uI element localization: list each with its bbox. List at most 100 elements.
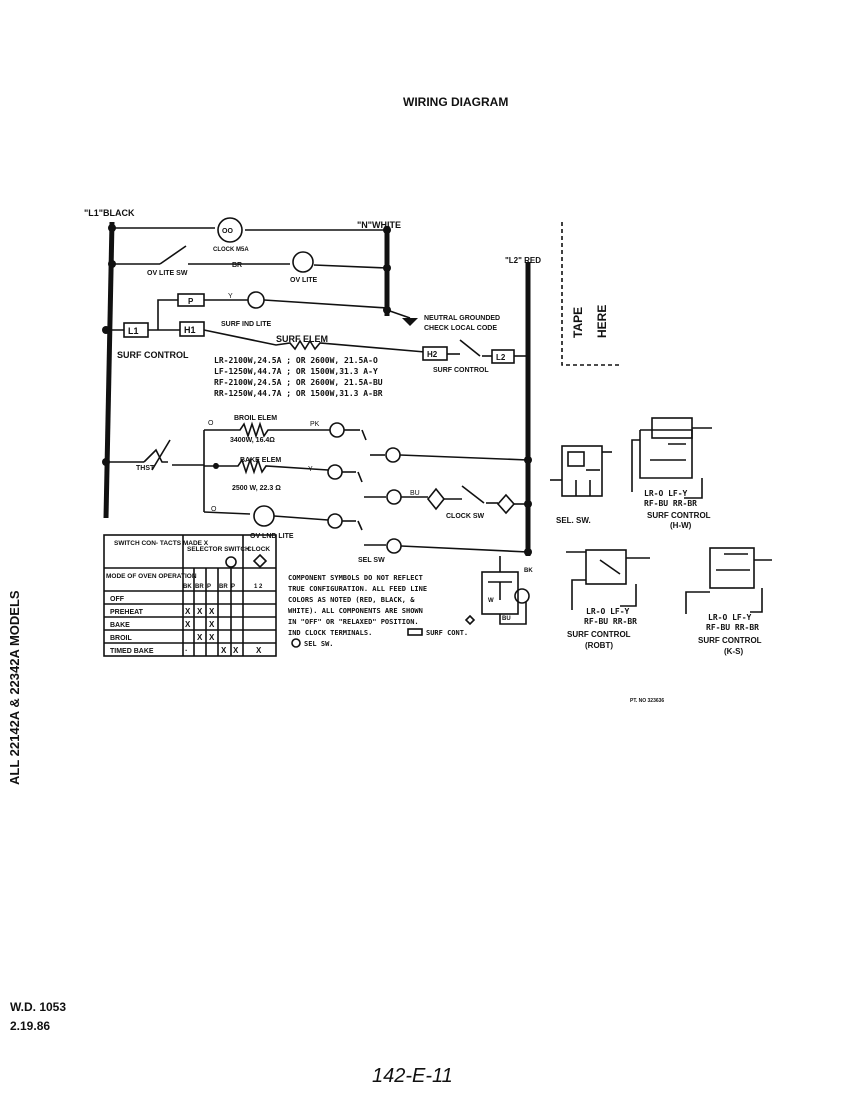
neutral-grounded-label: NEUTRAL GROUNDED xyxy=(424,315,500,322)
table-mode-cell: BAKE xyxy=(110,622,130,629)
ov-lite-switch xyxy=(159,245,187,265)
robt-codes-2: RF-BU RR-BR xyxy=(584,617,637,626)
surf-ind-lite-lamp xyxy=(247,291,265,309)
wd-number: W.D. 1053 xyxy=(10,1000,66,1014)
node xyxy=(108,260,116,268)
ks-codes-1: LR-O LF-Y xyxy=(708,613,752,622)
thermostat-bar xyxy=(151,439,171,471)
table-mode-cell: BROIL xyxy=(110,635,133,642)
table-header-contacts: SWITCH CON- TACTS MADE X xyxy=(114,540,209,547)
table-mark-cell: X xyxy=(209,607,215,616)
table-mark-cell: X xyxy=(221,646,227,655)
clock-symbol xyxy=(252,553,268,569)
wire xyxy=(400,545,529,553)
clock-switch xyxy=(461,485,485,504)
lite-o-label: O xyxy=(211,506,217,513)
oven-lite-lamp xyxy=(292,251,314,273)
p-label: P xyxy=(188,297,194,306)
surf-control-switch xyxy=(459,339,481,357)
clock-terminal-2 xyxy=(426,487,446,511)
clock-detail xyxy=(481,556,530,625)
note-line-6: IND CLOCK TERMINALS. xyxy=(288,629,372,637)
wire xyxy=(399,454,529,461)
node xyxy=(213,463,219,469)
ks-label-2: (K-S) xyxy=(724,647,743,656)
surf-elem-label: SURF ELEM xyxy=(276,334,328,344)
rating-lf: LF-1250W,44.7A ; OR 1500W,31.3 A-Y xyxy=(214,367,378,376)
surf-control-ks-detail xyxy=(685,547,772,614)
surf-cont-symbol xyxy=(407,628,423,636)
surf-control-right-label: SURF CONTROL xyxy=(433,367,489,374)
thermostat xyxy=(143,448,168,463)
l2-box-label: L2 xyxy=(496,353,506,362)
hw-label-2: (H-W) xyxy=(670,521,692,530)
wire xyxy=(357,471,363,483)
ov-lite-sw-label: OV LITE SW xyxy=(147,270,188,277)
node xyxy=(102,458,110,466)
node xyxy=(383,264,391,272)
pk-wire-label: PK xyxy=(310,421,320,428)
table-col-header: BK xyxy=(183,584,192,590)
here-label: HERE xyxy=(595,305,609,338)
sel-terminal-1 xyxy=(385,447,401,463)
ks-codes-2: RF-BU RR-BR xyxy=(706,623,759,632)
broil-o-label: O xyxy=(208,420,214,427)
note-line-4: WHITE). ALL COMPONENTS ARE SHOWN xyxy=(288,607,423,615)
node xyxy=(524,548,532,556)
ks-label-1: SURF CONTROL xyxy=(698,636,762,645)
clock-w-label: W xyxy=(488,598,494,604)
oven-ind-lamp xyxy=(253,505,275,527)
surf-ind-lite-label: SURF IND LITE xyxy=(221,321,271,328)
part-number: PT. NO 323636 xyxy=(630,698,664,704)
broil-element xyxy=(204,421,330,439)
sel-terminal-2 xyxy=(386,538,402,554)
diagram-title: WIRING DIAGRAM xyxy=(403,95,508,109)
wire xyxy=(361,429,367,441)
node xyxy=(108,224,116,232)
table-col-header: BR xyxy=(195,584,204,590)
surf-elem-resistor xyxy=(203,329,426,353)
l1-label: "L1"BLACK xyxy=(84,208,135,218)
clock-terminal-symbol xyxy=(464,614,476,626)
wire xyxy=(386,309,411,319)
y-terminal xyxy=(386,489,402,505)
table-mark-cell: X xyxy=(209,633,215,642)
rating-rf: RF-2100W,24.5A ; OR 2600W, 21.5A-BU xyxy=(214,378,383,387)
rating-rr: RR-1250W,44.7A ; OR 1500W,31.3 A-BR xyxy=(214,389,383,398)
table-col-header: 1 2 xyxy=(254,584,263,590)
hw-label-1: SURF CONTROL xyxy=(647,511,711,520)
broil-rating: 3400W, 16.4Ω xyxy=(230,437,275,444)
clock-terminal-1 xyxy=(496,493,516,515)
h2-label: H2 xyxy=(427,350,438,359)
br-wire-label: BR xyxy=(232,262,242,269)
note-line-5: IN "OFF" OR "RELAXED" POSITION. xyxy=(288,618,419,626)
wire xyxy=(273,515,329,521)
wire xyxy=(157,299,178,330)
sel-sw-detail-label: SEL. SW. xyxy=(556,516,591,525)
table-mode-cell: TIMED BAKE xyxy=(110,648,154,655)
node xyxy=(524,500,532,508)
h1-terminal-box xyxy=(179,321,205,337)
clock-sw-label: CLOCK SW xyxy=(446,513,485,520)
br-terminal xyxy=(329,422,345,438)
y-label: Y xyxy=(228,293,233,300)
sel-sw-detail xyxy=(550,445,612,497)
wire xyxy=(203,511,251,515)
rating-lr: LR-2100W,24.5A ; OR 2600W, 21.5A-O xyxy=(214,356,378,365)
ov-lnd-lite-label: OV LND LITE xyxy=(250,533,294,540)
note-line-2: TRUE CONFIGURATION. ALL FEED LINE xyxy=(288,585,427,593)
note-line-1: COMPONENT SYMBOLS DO NOT REFLECT xyxy=(288,574,423,582)
clock-label: CLOCK M5A xyxy=(213,247,249,253)
ground-symbol xyxy=(402,318,418,326)
surf-control-hw-detail xyxy=(631,417,712,499)
hw-codes-1: LR-O LF-Y xyxy=(644,489,688,498)
bake-elem-label: BAKE ELEM xyxy=(240,457,281,464)
surf-control-left-label: SURF CONTROL xyxy=(117,350,189,360)
note-line-3: COLORS AS NOTED (RED, BLACK, & xyxy=(288,596,415,604)
selector-switch-symbol xyxy=(225,556,237,568)
surf-control-robt-detail xyxy=(566,549,650,610)
node xyxy=(524,456,532,464)
p-terminal xyxy=(327,513,343,529)
